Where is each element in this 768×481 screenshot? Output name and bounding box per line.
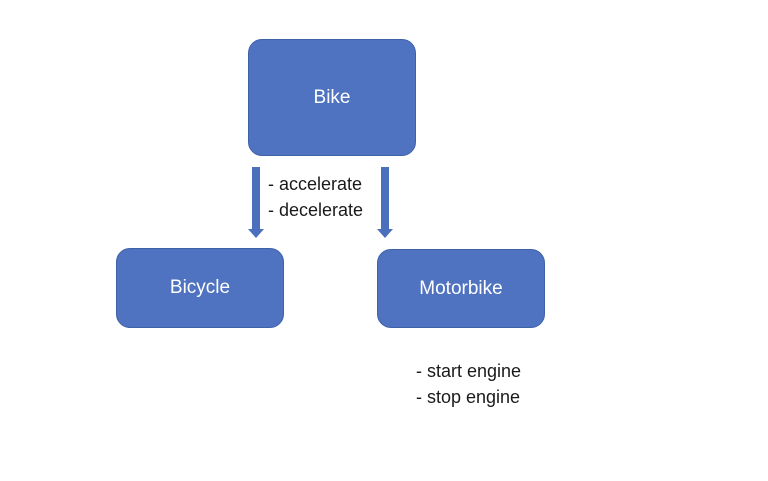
bike-method-decelerate: - decelerate <box>268 200 364 220</box>
bike-method-accelerate: - accelerate <box>268 174 363 194</box>
bike-methods-note: - accelerate - decelerate <box>268 171 363 223</box>
bicycle-node-label: Bicycle <box>169 277 231 298</box>
motorbike-method-stop-engine: - stop engine <box>416 387 521 407</box>
bike-node-label: Bike <box>313 86 351 108</box>
arrow-bike-to-bicycle <box>248 167 264 238</box>
motorbike-method-start-engine: - start engine <box>416 361 522 381</box>
motorbike-node-label: Motorbike <box>419 277 503 299</box>
bike-node: Bike <box>248 39 416 156</box>
arrow-bike-to-motorbike <box>377 167 393 238</box>
motorbike-node: Motorbike <box>377 249 545 328</box>
motorbike-methods-note: - start engine - stop engine <box>416 358 521 410</box>
bicycle-node: Bicycle <box>116 248 284 328</box>
